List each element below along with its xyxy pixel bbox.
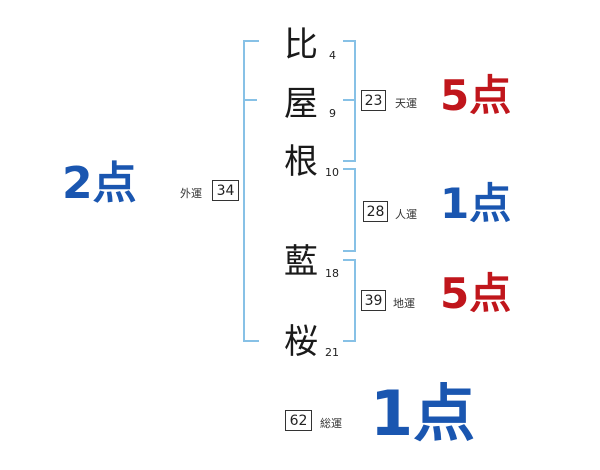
stroke-count-2: 9 xyxy=(329,107,336,120)
gaikaku-label: 外運 xyxy=(180,187,202,200)
name-char-3: 根 xyxy=(284,142,318,182)
tenkaku-value-box: 23 xyxy=(361,90,386,111)
name-char-1: 比 xyxy=(284,25,318,65)
chikaku-score: 5点 xyxy=(440,269,512,318)
stroke-count-3: 10 xyxy=(325,166,339,179)
gaikaku-value-box: 34 xyxy=(212,180,239,201)
gaikaku-score: 2点 xyxy=(62,158,137,209)
soukaku-label: 総運 xyxy=(320,417,342,430)
soukaku-score: 1点 xyxy=(370,377,476,450)
jinkaku-score: 1点 xyxy=(440,179,512,228)
chikaku-value-box: 39 xyxy=(361,290,386,311)
tenkaku-bracket xyxy=(343,40,356,162)
chikaku-label: 地運 xyxy=(393,297,415,310)
jinkaku-value-box: 28 xyxy=(363,201,388,222)
name-char-5: 桜 xyxy=(284,322,318,362)
name-char-4: 藍 xyxy=(284,242,318,282)
tenkaku-label: 天運 xyxy=(395,97,417,110)
jinkaku-bracket xyxy=(343,168,356,252)
jinkaku-label: 人運 xyxy=(395,208,417,221)
chikaku-bracket xyxy=(343,259,356,342)
name-char-2: 屋 xyxy=(284,84,318,124)
outer-bracket-mid-tick xyxy=(243,99,257,101)
outer-bracket xyxy=(243,40,259,342)
tenkaku-score: 5点 xyxy=(440,71,512,120)
soukaku-value-box: 62 xyxy=(285,410,312,431)
stroke-count-4: 18 xyxy=(325,267,339,280)
tenkaku-bracket-mid-tick xyxy=(343,99,354,101)
stroke-count-5: 21 xyxy=(325,346,339,359)
stroke-count-1: 4 xyxy=(329,49,336,62)
